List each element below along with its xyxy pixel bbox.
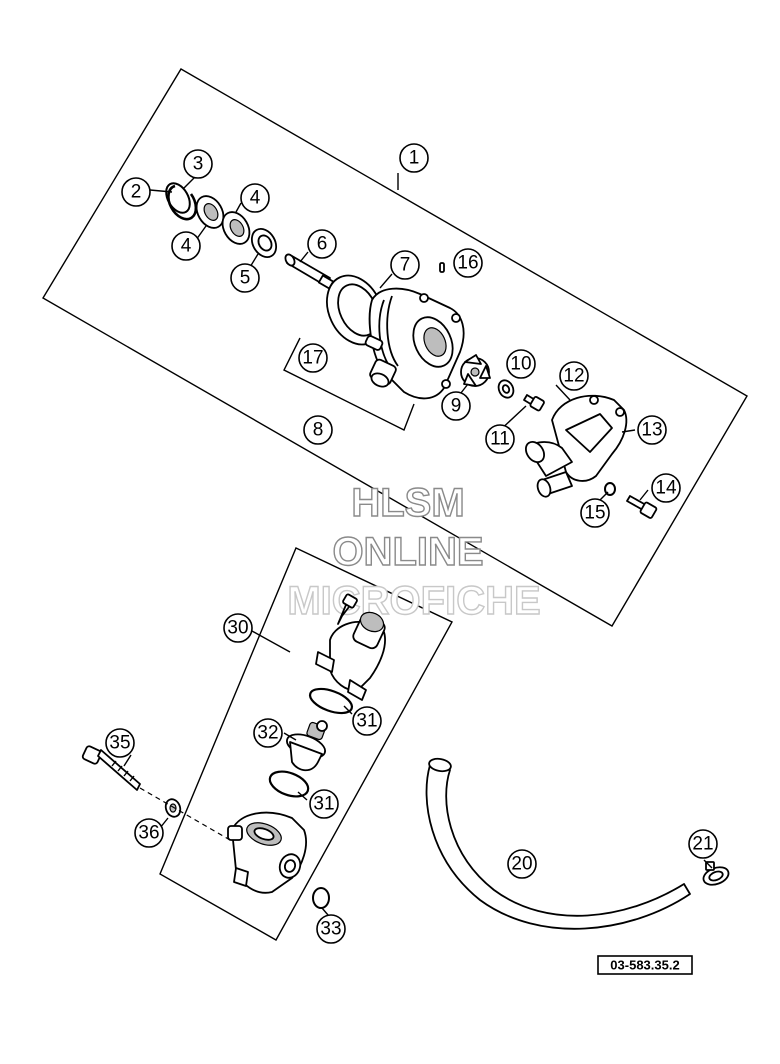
svg-text:5: 5 [240,268,251,289]
svg-text:35: 35 [109,733,130,754]
callout-36: 36 [134,818,164,848]
pump-housing-subgroup-bracket [283,337,415,431]
shim-ring-part [165,182,191,214]
o-ring-bottom-part [312,887,330,909]
callout-13: 13 [637,415,667,445]
callout-9: 9 [441,391,471,421]
bolt-washer-part [164,798,182,818]
callout-33: 33 [316,914,346,944]
pump-shaft-part [284,253,335,290]
watermark-line3: MICROFICHE [287,579,540,623]
long-bolt-part [81,745,141,791]
svg-text:13: 13 [641,420,662,441]
pump-cover-part [525,394,628,498]
water-pump-group-frame [42,68,748,627]
thermostat-housing-part [227,811,307,894]
callout-31-upper: 31 [352,706,382,736]
callout-5: 5 [230,263,260,293]
svg-text:15: 15 [584,503,605,524]
thermostat-group-frame [159,547,453,941]
svg-text:16: 16 [457,253,478,274]
svg-text:10: 10 [510,354,531,375]
watermark-line2: ONLINE [332,530,483,574]
impeller-part [460,354,491,387]
thermostat-cover-part [315,593,386,701]
callout-2: 2 [121,177,151,207]
watermark-line1: HLSM [351,481,464,525]
callout-30: 30 [223,613,253,643]
callout-8: 8 [303,415,333,445]
pump-housing-part [364,287,465,400]
svg-text:7: 7 [400,255,411,276]
callout-32: 32 [253,718,283,748]
svg-text:31: 31 [313,794,334,815]
hose-clamp-part [702,861,730,886]
callout-4-right: 4 [240,183,270,213]
svg-text:2: 2 [131,182,142,203]
svg-text:21: 21 [692,834,713,855]
thermostat-part [285,720,328,772]
watermark: HLSM ONLINE MICROFICHE [287,480,542,623]
callout-6: 6 [307,229,337,259]
callout-35: 35 [105,728,135,758]
svg-text:8: 8 [313,420,324,441]
reference-code-text: 03-583.35.2 [610,958,679,973]
callout-14: 14 [651,473,681,503]
shaft-seal-part [250,227,278,259]
callout-21: 21 [688,829,718,859]
svg-text:32: 32 [257,723,278,744]
svg-text:33: 33 [320,919,341,940]
cover-screw-part [626,495,658,519]
svg-text:12: 12 [563,366,584,387]
leader-lines [123,173,713,916]
svg-text:4: 4 [181,236,192,257]
callout-7: 7 [390,250,420,280]
callout-10: 10 [506,349,536,379]
svg-text:36: 36 [138,823,159,844]
svg-text:30: 30 [227,618,248,639]
dowel-pin-part [439,262,445,273]
svg-text:9: 9 [451,396,462,417]
svg-text:11: 11 [490,429,510,450]
svg-text:1: 1 [409,148,420,169]
svg-text:31: 31 [356,711,377,732]
callout-16: 16 [453,248,483,278]
ball-bearing-part-2 [221,211,251,245]
o-ring-lower-part [268,770,310,798]
svg-text:20: 20 [511,854,532,875]
callout-4-left: 4 [171,231,201,261]
coolant-hose-part [425,757,691,930]
callout-20: 20 [507,849,537,879]
callout-31-lower: 31 [309,789,339,819]
callout-3: 3 [183,149,213,179]
callout-17: 17 [298,343,328,373]
o-ring-small-part [604,482,616,496]
callout-11: 11 [485,424,515,454]
svg-text:6: 6 [317,234,328,255]
washer-part [497,379,515,399]
svg-text:14: 14 [655,478,677,499]
impeller-screw-part [523,394,545,412]
svg-text:3: 3 [193,154,204,175]
ball-bearing-part-1 [195,195,225,229]
svg-text:17: 17 [302,348,323,369]
reference-code: 03-583.35.2 [597,955,693,975]
o-ring-upper-part [308,687,354,715]
callout-15: 15 [580,498,610,528]
svg-text:4: 4 [250,188,261,209]
circlip-part [167,184,198,221]
callout-1: 1 [399,143,429,173]
callout-12: 12 [559,361,589,391]
